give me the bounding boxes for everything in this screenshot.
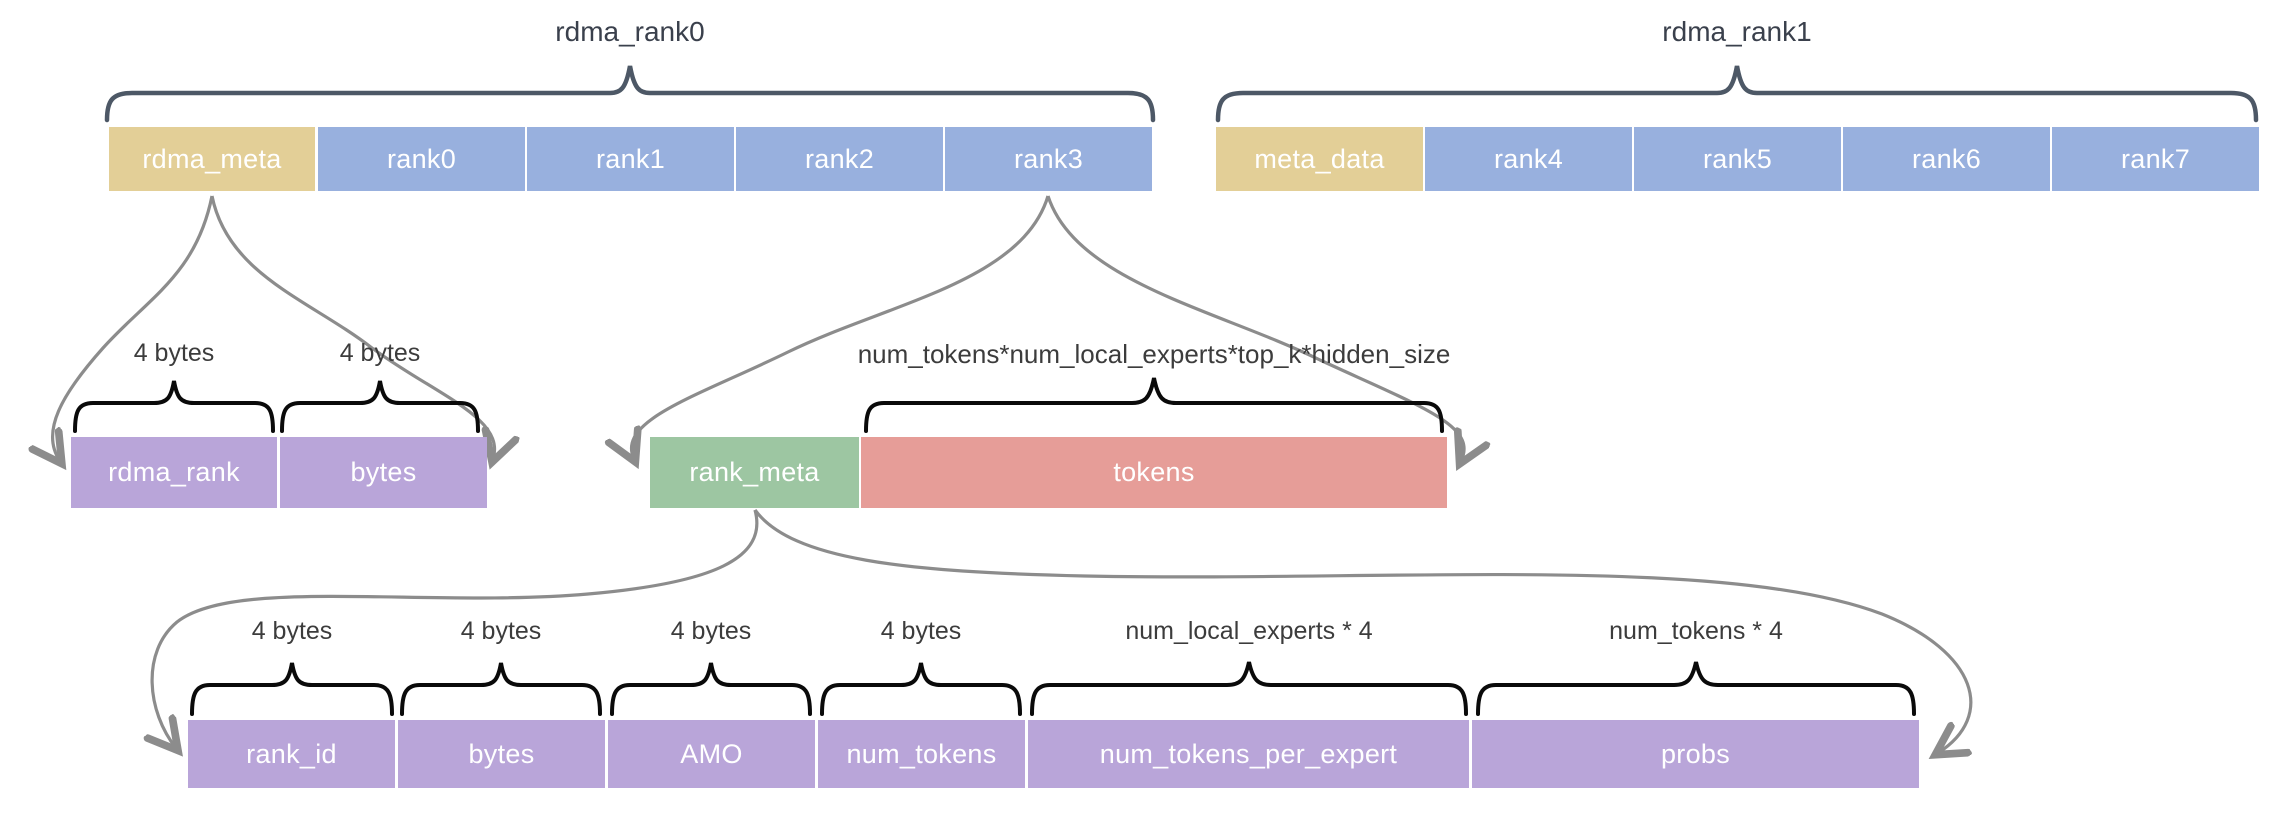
block-rank0: rank0	[318, 127, 525, 191]
size-label-rdma-rank: 4 bytes	[133, 339, 215, 367]
block-bytes-bottom: bytes	[398, 720, 605, 788]
block-rank-meta: rank_meta	[650, 437, 859, 508]
size-label-amo: 4 bytes	[670, 617, 752, 645]
block-rank-id: rank_id	[188, 720, 395, 788]
block-rank4: rank4	[1425, 127, 1632, 191]
block-rank1: rank1	[527, 127, 734, 191]
block-tokens: tokens	[861, 437, 1447, 508]
size-label-bytes-mid: 4 bytes	[339, 339, 421, 367]
block-probs: probs	[1472, 720, 1919, 788]
group-brace-rdma-rank1	[1215, 65, 2259, 123]
size-brace-bytes-mid	[280, 380, 480, 433]
block-rank2: rank2	[736, 127, 943, 191]
flow-rdma-meta-left	[53, 195, 214, 461]
block-bytes-mid: bytes	[280, 437, 487, 508]
flow-rank3-left	[631, 195, 1050, 459]
size-label-tokens: num_tokens*num_local_experts*top_k*hidde…	[857, 339, 1451, 369]
group-brace-rdma-rank0	[104, 65, 1156, 123]
block-rank7: rank7	[2052, 127, 2259, 191]
size-brace-probs	[1476, 661, 1916, 716]
block-rdma-meta: rdma_meta	[109, 127, 315, 191]
size-label-rank-id: 4 bytes	[251, 617, 333, 645]
block-num-tokens-per-expert: num_tokens_per_expert	[1028, 720, 1469, 788]
size-brace-amo	[610, 662, 812, 716]
size-brace-rdma-rank	[73, 380, 275, 433]
block-rank6: rank6	[1843, 127, 2050, 191]
size-label-num-tokens-per-expert: num_local_experts * 4	[1125, 617, 1373, 645]
size-brace-bytes-bottom	[400, 662, 602, 716]
block-rank3: rank3	[945, 127, 1152, 191]
size-label-probs: num_tokens * 4	[1609, 617, 1783, 645]
flow-rank3-right	[1046, 195, 1464, 461]
block-rank5: rank5	[1634, 127, 1841, 191]
group-title-rdma-rank0: rdma_rank0	[555, 16, 705, 47]
size-label-num-tokens: 4 bytes	[880, 617, 962, 645]
size-brace-rank-id	[190, 662, 394, 716]
block-num-tokens: num_tokens	[818, 720, 1025, 788]
block-amo: AMO	[608, 720, 815, 788]
flow-rdma-meta-right	[210, 195, 495, 459]
block-meta-data: meta_data	[1216, 127, 1423, 191]
size-brace-tokens	[864, 377, 1444, 433]
size-brace-num-tokens	[820, 662, 1022, 716]
group-title-rdma-rank1: rdma_rank1	[1662, 16, 1812, 47]
size-label-bytes-bottom: 4 bytes	[460, 617, 542, 645]
size-brace-num-tokens-per-expert	[1030, 661, 1468, 716]
block-rdma-rank: rdma_rank	[71, 437, 277, 508]
flow-rank-meta-left	[152, 509, 759, 748]
